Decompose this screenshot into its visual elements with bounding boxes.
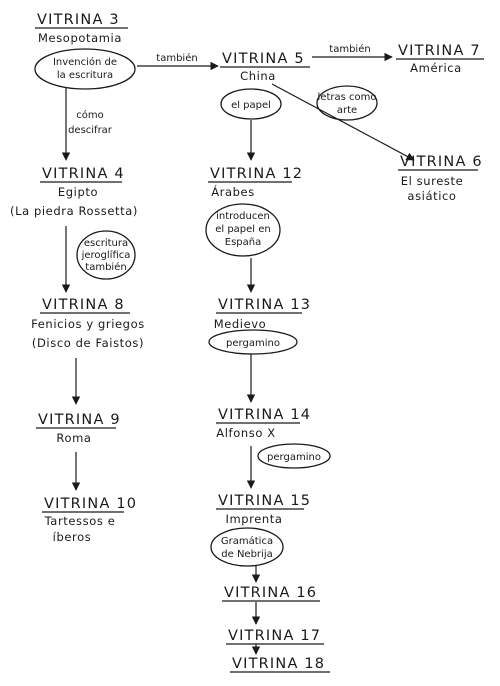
- bubble-text: introducen: [216, 211, 270, 222]
- bubble-text: el papel en: [215, 224, 271, 235]
- node-title: VITRINA 13: [218, 297, 311, 313]
- bubble-text: el papel: [231, 100, 271, 111]
- link-label-tambien: también: [329, 43, 370, 55]
- node-vitrina-9: VITRINA 9 Roma: [36, 412, 121, 445]
- node-subtitle: América: [410, 61, 462, 75]
- arrow-v5-to-v6: [271, 83, 415, 161]
- bubble-el-papel: el papel: [220, 88, 282, 120]
- bubble-text: letras como: [318, 92, 377, 103]
- bubble-outline: [210, 527, 284, 567]
- node-subtitle: Egipto: [58, 185, 98, 199]
- node-vitrina-18: VITRINA 18: [230, 656, 330, 673]
- node-vitrina-7: VITRINA 7 América: [396, 43, 484, 75]
- node-title: VITRINA 15: [218, 493, 311, 509]
- node-subtitle: Tartessos e: [44, 514, 116, 528]
- node-vitrina-6: VITRINA 6 El sureste asiático: [398, 154, 483, 203]
- bubble-text: España: [225, 237, 261, 248]
- node-title: VITRINA 18: [232, 656, 325, 672]
- bubble-text: arte: [337, 105, 357, 116]
- node-subtitle: Mesopotamia: [38, 31, 122, 45]
- connectors: [61, 52, 415, 655]
- node-title: VITRINA 14: [218, 407, 311, 423]
- bubble-text: pergamino: [267, 452, 321, 463]
- node-vitrina-4: VITRINA 4 Egipto (La piedra Rossetta): [10, 166, 138, 218]
- bubble-outline: [76, 230, 136, 280]
- bubble-text: también: [85, 261, 126, 273]
- bubble-outline: [257, 443, 331, 469]
- bubble-gramatica-nebrija: Gramática de Nebrija: [210, 527, 284, 567]
- node-title: VITRINA 3: [37, 12, 120, 28]
- bubble-invencion-escritura: Invención de la escritura: [34, 48, 136, 90]
- node-subtitle: El sureste: [401, 174, 464, 188]
- bubble-text: jeroglífica: [81, 249, 131, 261]
- node-subtitle: China: [240, 69, 276, 83]
- node-vitrina-5: VITRINA 5 China: [220, 51, 310, 83]
- node-vitrina-17: VITRINA 17: [226, 628, 324, 645]
- bubble-introducen-papel: introducen el papel en España: [205, 203, 281, 257]
- node-title: VITRINA 9: [38, 412, 121, 428]
- node-subtitle: Roma: [56, 431, 91, 445]
- node-vitrina-14: VITRINA 14 Alfonso X: [216, 407, 311, 440]
- bubble-text: la escritura: [57, 70, 113, 81]
- node-subtitle: íberos: [53, 530, 92, 544]
- node-title: VITRINA 16: [224, 585, 317, 601]
- node-subtitle: Árabes: [211, 184, 255, 199]
- bubble-letras-arte: letras como arte: [316, 85, 378, 121]
- bubble-pergamino: pergamino: [208, 329, 298, 355]
- bubble-text: de Nebrija: [221, 549, 272, 560]
- bubble-outline: [34, 48, 136, 90]
- node-subtitle: (La piedra Rossetta): [10, 204, 138, 218]
- node-title: VITRINA 10: [44, 496, 137, 512]
- bubble-outline: [220, 88, 282, 120]
- node-subtitle: (Disco de Faistos): [32, 336, 144, 350]
- node-title: VITRINA 4: [42, 166, 125, 182]
- node-subtitle: Fenicios y griegos: [31, 317, 145, 331]
- node-vitrina-8: VITRINA 8 Fenicios y griegos (Disco de F…: [31, 297, 145, 350]
- bubble-outline: [205, 203, 281, 257]
- node-title: VITRINA 6: [400, 154, 483, 170]
- node-subtitle: Medievo: [214, 317, 267, 331]
- bubble-outline: [316, 85, 378, 121]
- node-vitrina-3: VITRINA 3 Mesopotamia: [35, 12, 128, 45]
- node-title: VITRINA 7: [398, 43, 481, 59]
- link-label-descifrar: descifrar: [68, 125, 113, 136]
- node-subtitle: Imprenta: [225, 512, 282, 526]
- bubble-text: Invención de: [53, 56, 117, 68]
- bubble-text: pergamino: [226, 338, 280, 349]
- node-subtitle: Alfonso X: [216, 426, 275, 440]
- node-vitrina-13: VITRINA 13 Medievo: [214, 297, 311, 331]
- bubble-jeroglificos: escritura jeroglífica también: [76, 230, 136, 280]
- node-title: VITRINA 8: [42, 297, 125, 313]
- node-title: VITRINA 12: [210, 166, 303, 182]
- node-title: VITRINA 5: [222, 51, 305, 67]
- node-vitrina-12: VITRINA 12 Árabes: [208, 166, 303, 199]
- node-vitrina-10: VITRINA 10 Tartessos e íberos: [42, 496, 137, 544]
- bubble-outline: [208, 329, 298, 355]
- node-vitrina-15: VITRINA 15 Imprenta: [216, 493, 311, 526]
- node-subtitle: asiático: [407, 189, 456, 203]
- bubble-text: Gramática: [221, 535, 273, 547]
- link-label-tambien: también: [156, 52, 197, 64]
- link-label-descifrar: cómo: [76, 109, 103, 121]
- bubble-pergamino-2: pergamino: [257, 443, 331, 469]
- bubble-text: escritura: [84, 238, 128, 249]
- node-title: VITRINA 17: [228, 628, 321, 644]
- node-vitrina-16: VITRINA 16: [222, 585, 320, 602]
